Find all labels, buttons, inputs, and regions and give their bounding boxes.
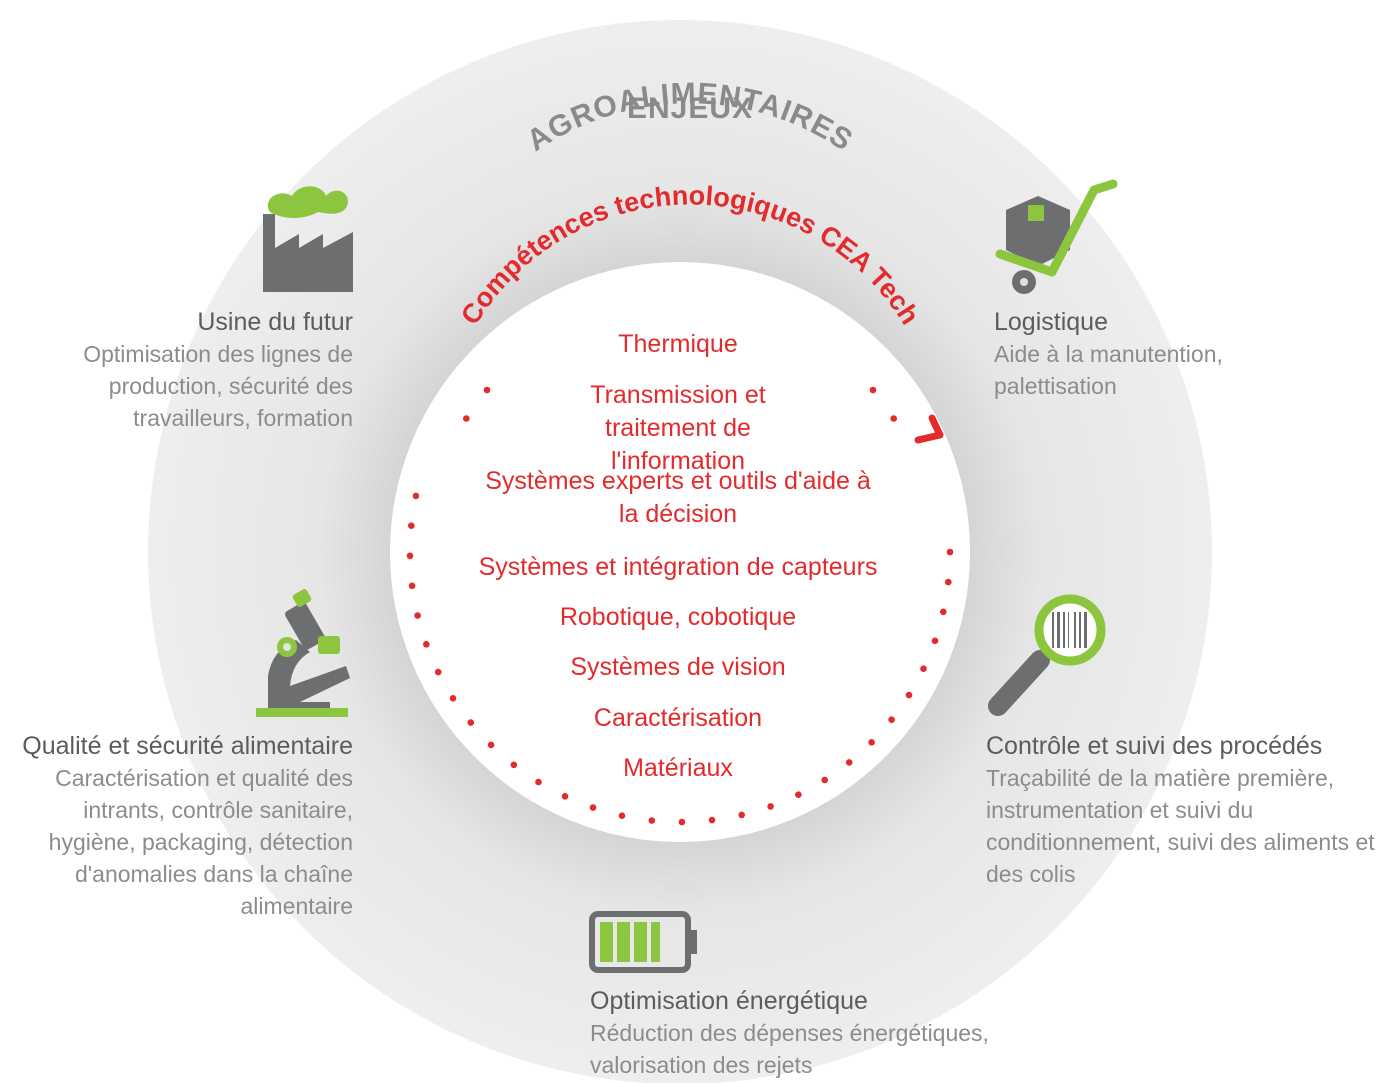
area-title: Qualité et sécurité alimentaire xyxy=(22,732,353,760)
dot xyxy=(648,817,656,824)
competence-item: Systèmes de vision xyxy=(570,653,786,681)
area-qualite-securite: Qualité et sécurité alimentaire Caractér… xyxy=(0,730,353,922)
area-title: Optimisation énergétique xyxy=(590,987,868,1015)
area-description: Traçabilité de la matière première, inst… xyxy=(986,765,1375,887)
dot xyxy=(821,776,828,784)
competence-item: Matériaux xyxy=(623,754,733,782)
area-usine-du-futur: Usine du futur Optimisation des lignes d… xyxy=(20,306,353,434)
dot xyxy=(589,804,597,811)
inner-circle xyxy=(390,262,970,842)
barcode-bar xyxy=(1057,612,1060,648)
microscope-icon xyxy=(256,589,350,717)
dot xyxy=(738,811,745,819)
outer-title-line1: ENJEUX xyxy=(627,92,753,125)
dot xyxy=(678,818,686,826)
dot xyxy=(434,668,442,676)
dot xyxy=(767,803,774,810)
dot xyxy=(487,741,495,749)
dot xyxy=(905,691,913,699)
area-description: Aide à la manutention, palettisation xyxy=(994,341,1223,399)
hand-truck-icon xyxy=(995,179,1118,294)
dot xyxy=(618,812,626,819)
factory-icon xyxy=(263,186,353,292)
area-title: Contrôle et suivi des procédés xyxy=(986,732,1323,760)
dot xyxy=(946,548,954,556)
dot xyxy=(890,415,897,422)
barcode-bar xyxy=(1074,612,1076,648)
dot xyxy=(940,608,947,616)
dot xyxy=(795,791,802,798)
area-optimisation-energetique: Optimisation énergétique Réduction des d… xyxy=(590,985,1050,1081)
dot xyxy=(845,759,853,766)
dot xyxy=(869,386,877,394)
barcode-bar xyxy=(1052,612,1054,648)
battery-icon xyxy=(589,911,697,973)
dot xyxy=(408,582,416,590)
dot xyxy=(868,739,875,746)
dot xyxy=(414,612,421,619)
competence-item: Systèmes experts et outils d'aide à la d… xyxy=(485,467,871,528)
dot xyxy=(408,522,415,529)
area-description: Réduction des dépenses énergétiques, val… xyxy=(590,1020,989,1078)
area-controle-suivi: Contrôle et suivi des procédés Traçabili… xyxy=(986,730,1386,890)
area-description: Caractérisation et qualité des intrants,… xyxy=(48,765,353,919)
dot xyxy=(412,492,420,500)
dot xyxy=(463,415,470,422)
dot xyxy=(945,578,952,586)
dot xyxy=(467,719,475,726)
dot xyxy=(708,816,716,824)
dot xyxy=(931,637,939,645)
area-description: Optimisation des lignes de production, s… xyxy=(83,341,353,431)
dot xyxy=(449,695,457,702)
arrow-icon xyxy=(914,414,944,444)
dot xyxy=(483,386,491,394)
dot xyxy=(406,552,414,560)
dot xyxy=(561,793,569,800)
competence-item: Robotique, cobotique xyxy=(559,603,797,631)
magnifier-barcode-icon xyxy=(988,594,1106,716)
dotted-circle xyxy=(406,386,954,826)
area-title: Usine du futur xyxy=(197,308,353,336)
barcode-bar xyxy=(1084,612,1087,648)
barcode-bar xyxy=(1079,612,1081,648)
barcode-bar xyxy=(1068,612,1069,648)
area-title: Logistique xyxy=(994,308,1108,336)
competence-item: Caractérisation xyxy=(593,704,763,732)
dot xyxy=(888,716,895,723)
dot xyxy=(510,761,518,769)
dot xyxy=(920,665,927,672)
dot xyxy=(423,641,430,648)
competence-item: Thermique xyxy=(618,330,738,358)
competence-item: Transmission et traitement de l'informat… xyxy=(590,381,766,475)
area-logistique: Logistique Aide à la manutention, palett… xyxy=(994,306,1274,402)
barcode-bar xyxy=(1063,612,1065,648)
competence-item: Systèmes et intégration de capteurs xyxy=(478,553,878,581)
dot xyxy=(535,778,542,786)
